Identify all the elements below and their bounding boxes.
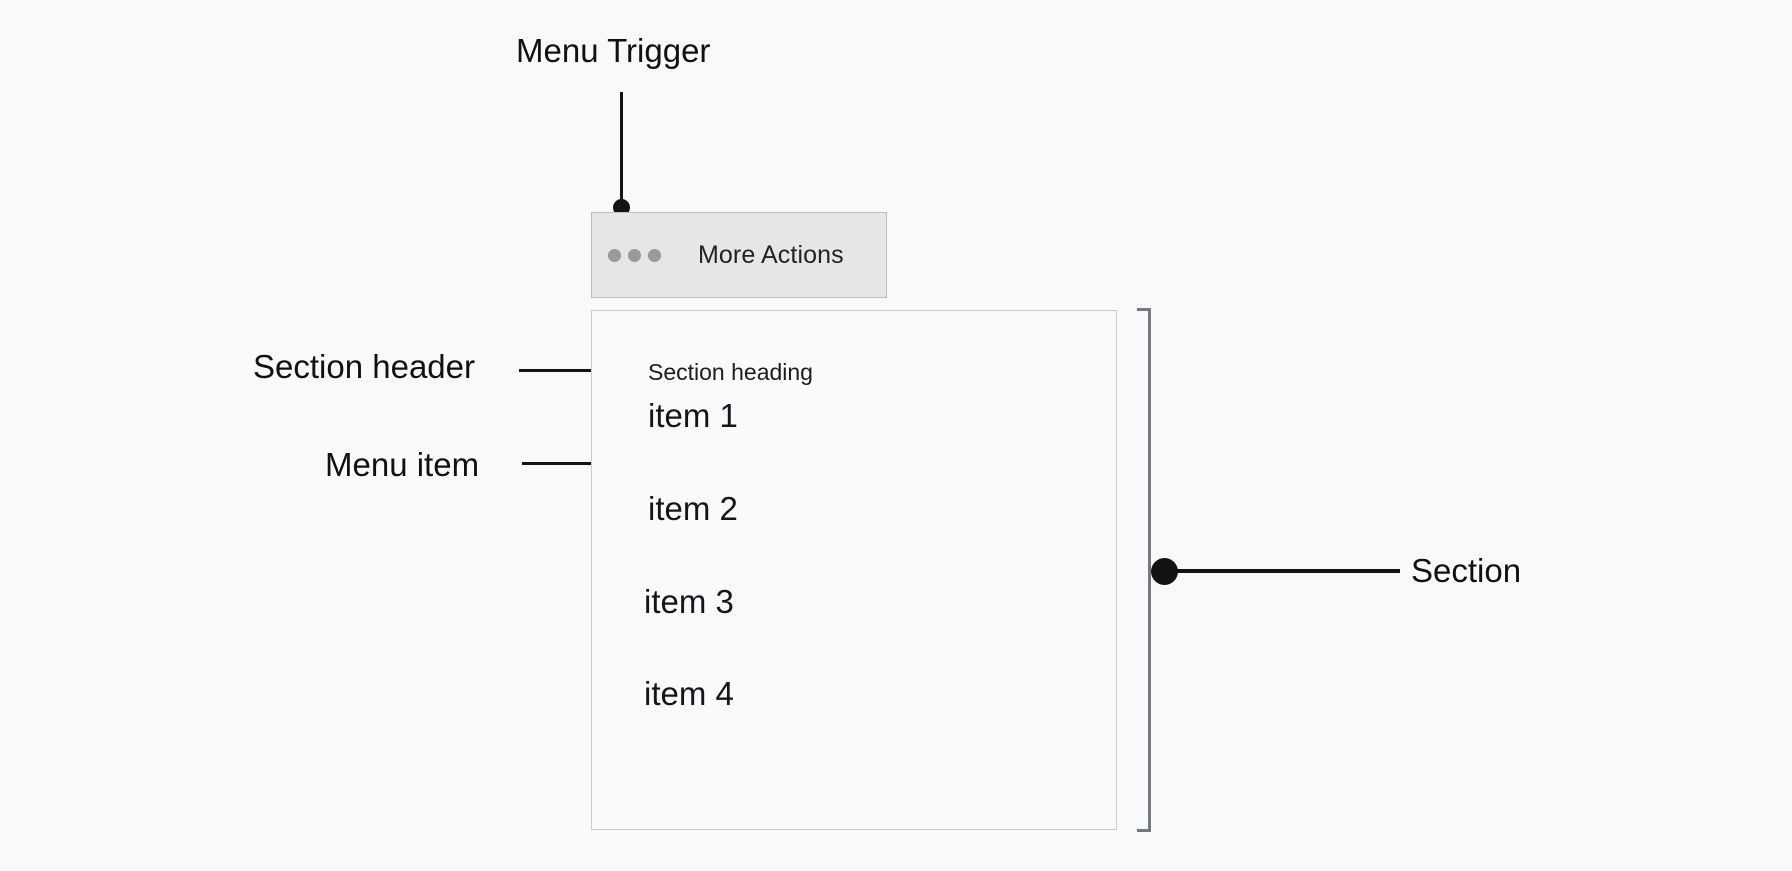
- leader-dot-menu-trigger: [613, 199, 630, 216]
- more-actions-trigger-label: More Actions: [698, 240, 844, 269]
- callout-label-section: Section: [1411, 552, 1522, 589]
- menu-item-2[interactable]: item 2: [648, 490, 738, 527]
- section-bracket: [1133, 308, 1151, 832]
- menu-item-3[interactable]: item 3: [644, 583, 734, 620]
- menu-item-4[interactable]: item 4: [644, 675, 734, 712]
- section-bracket-tick-top: [1137, 308, 1149, 311]
- leader-line-menu-item: [522, 462, 637, 465]
- more-actions-trigger-button[interactable]: More Actions: [591, 212, 887, 298]
- menu-item-1[interactable]: item 1: [648, 397, 738, 434]
- leader-line-menu-trigger: [620, 92, 623, 206]
- menu-section-heading: Section heading: [648, 359, 813, 385]
- callout-label-section-header: Section header: [253, 348, 475, 385]
- three-dots-icon: [608, 248, 661, 262]
- section-bracket-tick-bottom: [1137, 829, 1149, 832]
- dropdown-menu-panel: Section heading item 1 item 2 item 3 ite…: [591, 310, 1117, 830]
- callout-label-menu-trigger: Menu Trigger: [516, 32, 711, 69]
- leader-line-section-header: [519, 369, 637, 372]
- leader-line-section: [1170, 569, 1400, 573]
- section-bracket-spine: [1148, 308, 1151, 832]
- callout-label-menu-item: Menu item: [325, 446, 480, 483]
